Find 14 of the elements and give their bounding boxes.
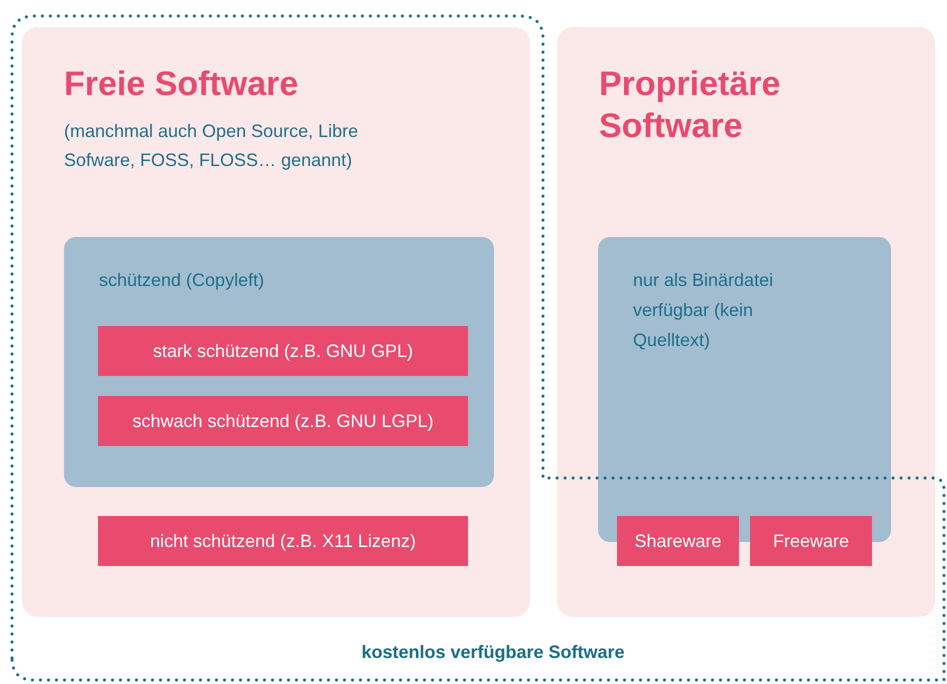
category-panel bbox=[22, 27, 530, 617]
license-box: Freeware bbox=[750, 516, 872, 566]
panel-subtitle: (manchmal auch Open Source, Libre Sofware, FOSS, FLOSS… genannt) bbox=[64, 120, 360, 172]
group-box bbox=[64, 237, 494, 487]
license-box: nicht schützend (z.B. X11 Lizenz) bbox=[98, 516, 468, 566]
category-panel bbox=[557, 27, 935, 617]
license-box: Shareware bbox=[617, 516, 739, 566]
group-label: schützend (Copyleft) bbox=[99, 269, 266, 292]
panel-title: Proprietäre Software bbox=[599, 64, 782, 147]
group-label: nur als Binärdatei verfügbar (kein Quelltext) bbox=[633, 269, 774, 352]
license-box: stark schützend (z.B. GNU GPL) bbox=[98, 326, 468, 376]
license-box: schwach schützend (z.B. GNU LGPL) bbox=[98, 396, 468, 446]
panel-title: Freie Software bbox=[64, 64, 300, 105]
region-label: kostenlos verfügbare Software bbox=[360, 641, 626, 664]
